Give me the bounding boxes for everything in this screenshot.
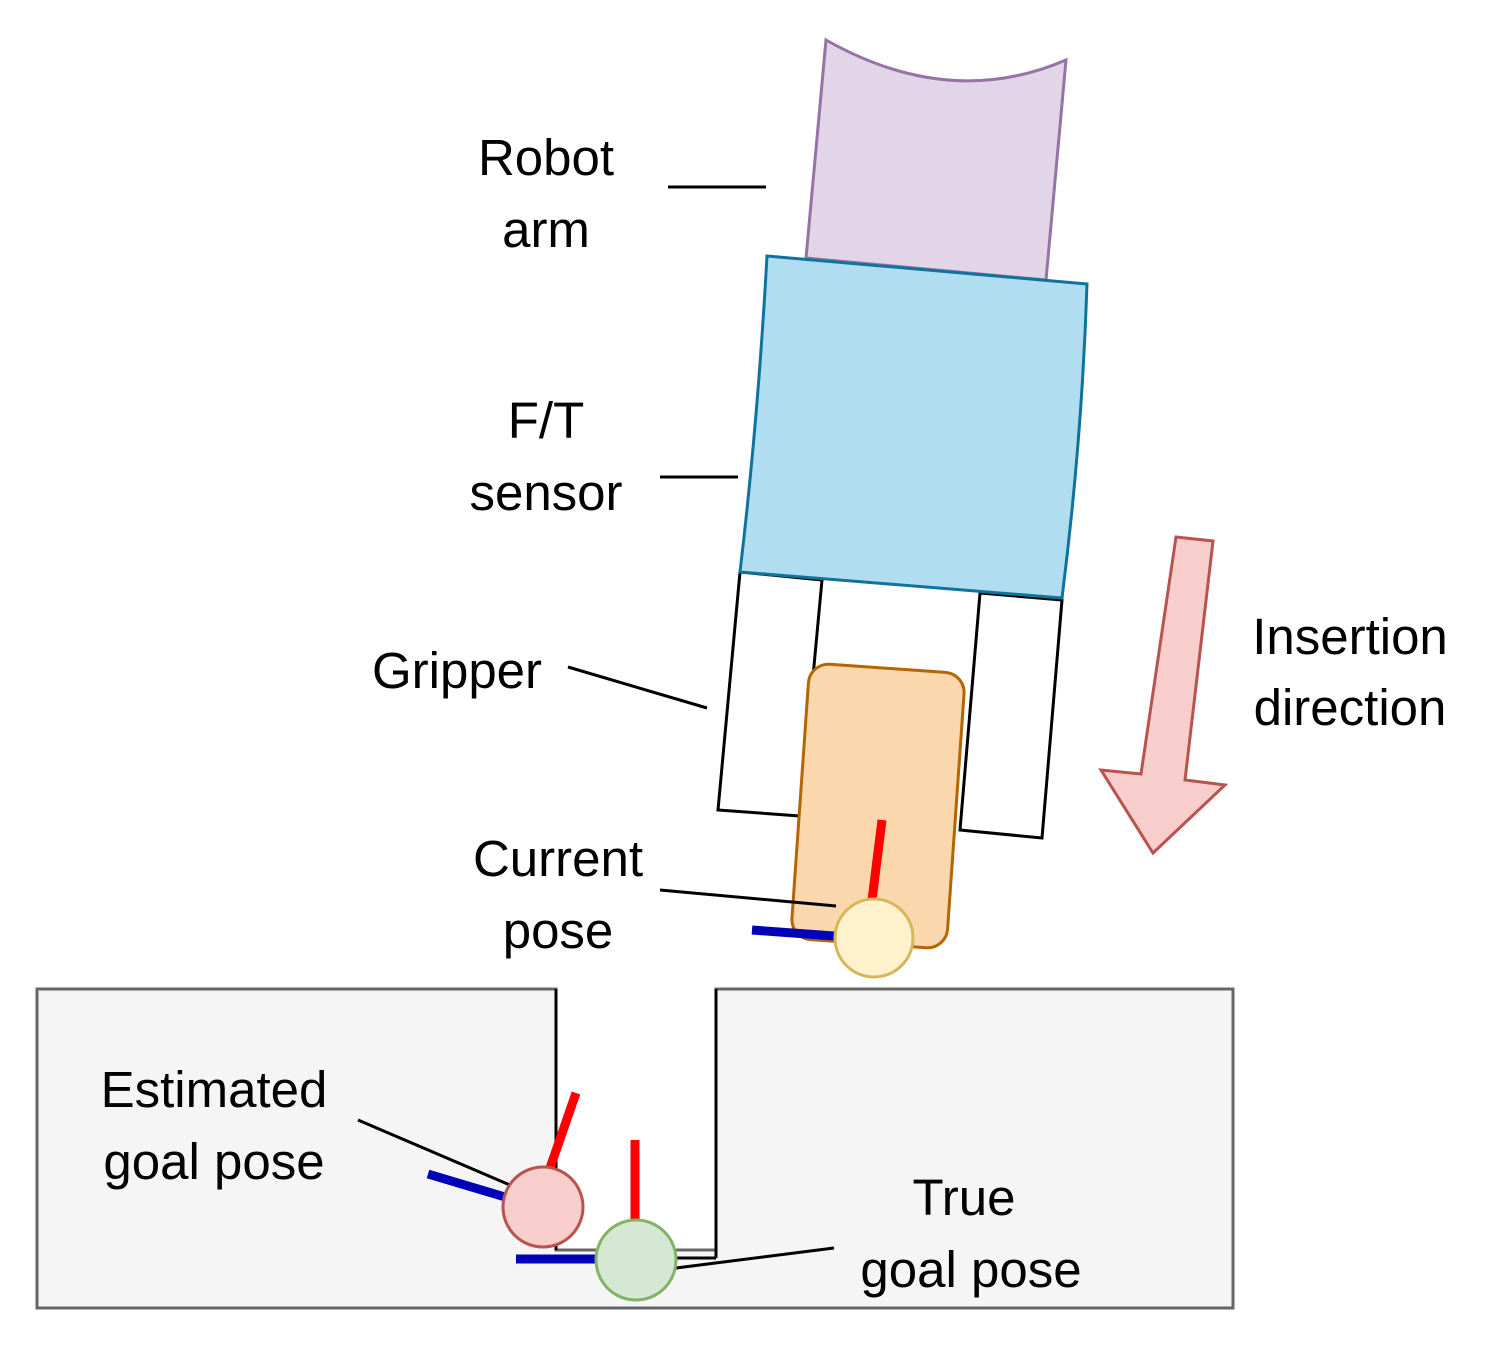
- true-goal-pose-label-line2: goal pose: [860, 1241, 1081, 1298]
- insertion-direction-label-line1: Insertion: [1252, 608, 1448, 665]
- gripper-right-finger: [958, 591, 1064, 840]
- estimated-goal-pose-leader: [357, 1118, 511, 1187]
- current-pose-y-axis: [751, 925, 835, 941]
- current-pose-label-line1: Current: [473, 830, 643, 887]
- insertion-direction-arrow: [1098, 535, 1229, 856]
- current-pose-label-line2: pose: [503, 902, 614, 959]
- robot-arm: [804, 37, 1068, 282]
- current-pose-leader: [659, 888, 837, 908]
- estimated-goal-pose-marker: [501, 1165, 585, 1249]
- true-goal-pose-label-line1: True: [913, 1169, 1016, 1226]
- estimated-goal-pose-y-axis: [426, 1169, 507, 1202]
- ft-sensor-label-line1: F/T: [508, 392, 584, 449]
- estimated-goal-pose-label-line1: Estimated: [101, 1061, 328, 1118]
- estimated-goal-pose-label-line2: goal pose: [103, 1133, 324, 1190]
- estimated-goal-pose-x-axis: [545, 1091, 581, 1170]
- true-goal-pose-marker: [594, 1218, 678, 1302]
- gripper-leader: [567, 665, 708, 710]
- insertion-direction-label-line2: direction: [1254, 679, 1447, 736]
- robot-arm-label-line2: arm: [502, 201, 590, 258]
- robot-arm-label-line1: Robot: [478, 129, 614, 186]
- ft-sensor-label-line2: sensor: [469, 464, 622, 521]
- true-goal-pose-leader: [675, 1246, 835, 1270]
- current-pose-x-axis: [867, 819, 887, 901]
- gripper-label: Gripper: [372, 642, 542, 699]
- ft-sensor: [738, 254, 1089, 600]
- current-pose-marker: [833, 897, 915, 979]
